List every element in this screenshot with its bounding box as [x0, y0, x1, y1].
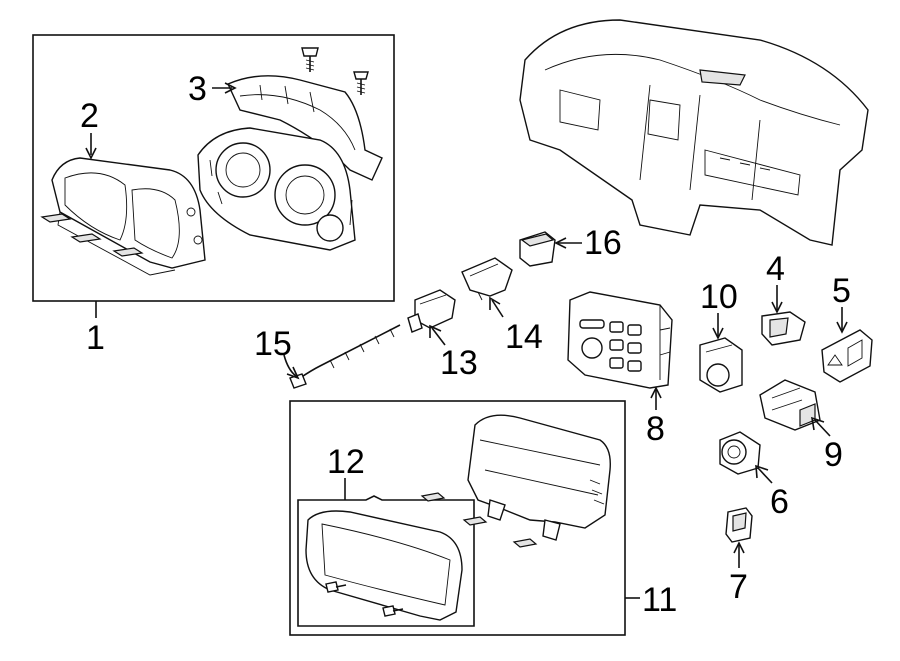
group-box-instrument-cluster	[32, 34, 395, 302]
screw-icon	[382, 605, 404, 617]
part-5-switch	[821, 329, 873, 383]
callout-12: 12	[327, 443, 365, 481]
callout-4: 4	[766, 250, 785, 288]
callout-13: 13	[440, 344, 478, 382]
part-4-switch	[761, 311, 806, 346]
callout-10: 10	[700, 278, 738, 316]
callout-8: 8	[646, 410, 665, 448]
part-3-meter-visor	[227, 75, 383, 181]
callout-5: 5	[832, 272, 851, 310]
callout-9: 9	[824, 436, 843, 474]
callout-1: 1	[86, 319, 105, 357]
part-14-connector	[461, 257, 513, 301]
screw-icon	[353, 71, 369, 95]
callout-3: 3	[188, 70, 207, 108]
part-12-visor	[305, 510, 463, 621]
screw-icon	[325, 581, 347, 593]
part-9-switch	[759, 379, 821, 431]
part-10-knob	[699, 337, 743, 393]
callout-15: 15	[254, 325, 292, 363]
part-15-cable	[289, 324, 401, 389]
instrument-panel	[519, 19, 869, 246]
group-box-display	[289, 400, 626, 636]
callout-7: 7	[729, 568, 748, 606]
part-2-meter-lens	[51, 157, 206, 276]
leader-lines	[85, 82, 848, 599]
part-16-switch	[519, 231, 556, 267]
part-13-connector	[407, 289, 456, 333]
screw-icon	[301, 47, 319, 72]
part-2-clips	[40, 213, 144, 257]
part-11-display-unit	[467, 414, 611, 541]
callout-11: 11	[642, 581, 677, 619]
callout-14: 14	[505, 318, 543, 356]
callout-16: 16	[584, 224, 622, 262]
part-8-control-panel	[567, 291, 673, 389]
callout-6: 6	[770, 483, 789, 521]
part-6-knob	[719, 431, 761, 475]
part-1-gauge-assembly	[197, 127, 356, 251]
callout-2: 2	[80, 97, 99, 135]
part-7-switch	[725, 507, 753, 543]
display-clips	[420, 492, 538, 548]
